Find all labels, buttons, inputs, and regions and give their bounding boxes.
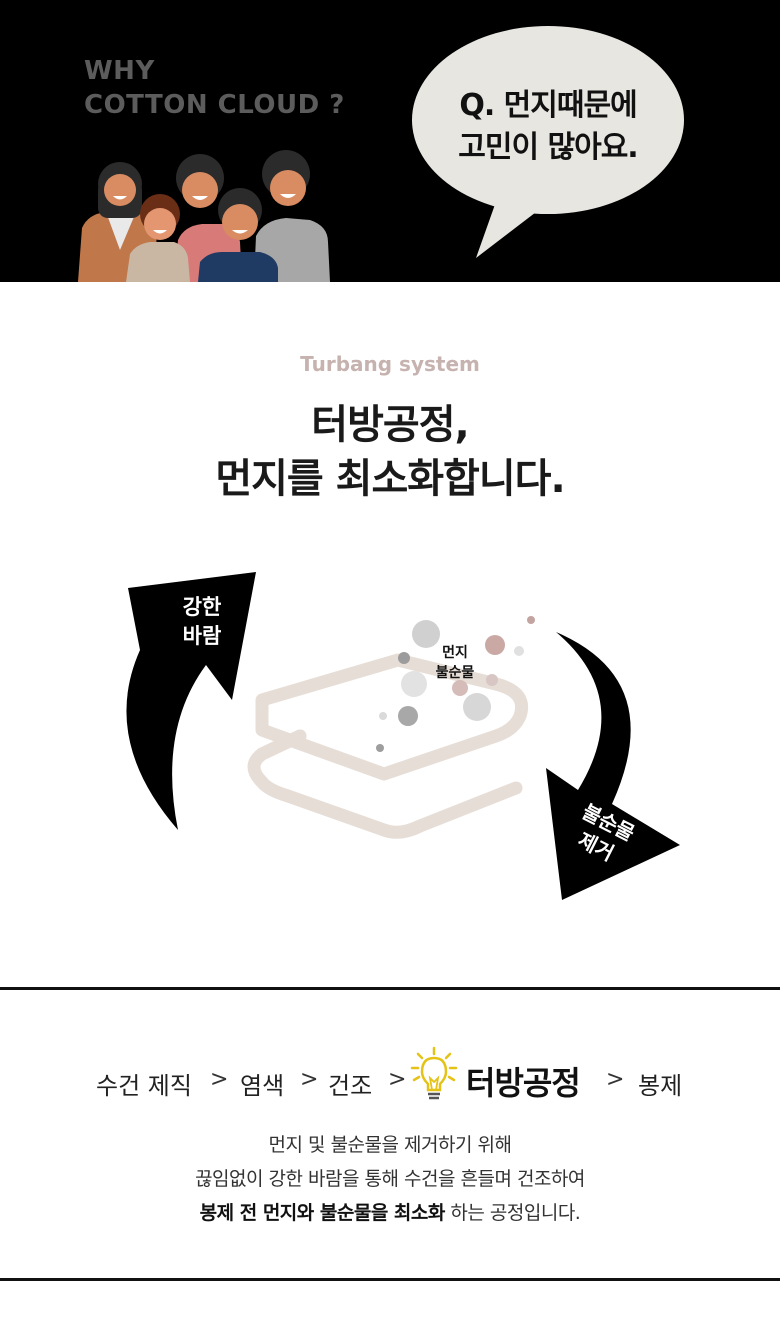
- bubble-line-1: Q. 먼지때문에: [459, 88, 637, 123]
- divider-bottom: [0, 1278, 780, 1281]
- step-turbang: 터방공정: [466, 1064, 581, 1102]
- separator-4: >: [606, 1067, 625, 1092]
- why-line-2: COTTON CLOUD ?: [84, 90, 345, 120]
- process-flow: 수건 제직 > 염색 > 건조 > 터방공정 > 봉제: [0, 1046, 780, 1116]
- speech-bubble: [412, 26, 684, 258]
- strong-wind-arrow: [126, 572, 256, 830]
- section-title: 터방공정, 먼지를 최소화합니다.: [0, 398, 780, 506]
- process-description: 먼지 및 불순물을 제거하기 위해 끊임없이 강한 바람을 통해 수건을 흔들며…: [0, 1128, 780, 1230]
- bubble-line-2: 고민이 많아요.: [458, 130, 638, 165]
- why-line-1: WHY: [84, 56, 155, 86]
- separator-3: >: [388, 1067, 407, 1092]
- step-drying: 건조: [328, 1072, 373, 1100]
- dust-particles: [376, 616, 535, 752]
- title-line-2: 먼지를 최소화합니다.: [215, 456, 565, 502]
- divider-top: [0, 987, 780, 990]
- step-sewing: 봉제: [638, 1072, 683, 1100]
- dust-line-1: 먼지: [442, 645, 468, 661]
- separator-1: >: [210, 1067, 229, 1092]
- strong-wind-line-1: 강한: [182, 595, 222, 619]
- title-line-1: 터방공정,: [311, 402, 469, 448]
- hero-banner: WHY COTTON CLOUD ? Q. 먼지때문에: [0, 0, 780, 282]
- remove-arrow: [546, 632, 680, 900]
- strong-wind-label: 강한 바람: [170, 593, 234, 651]
- dust-line-2: 불순물: [435, 665, 475, 681]
- dust-label: 먼지 불순물: [425, 643, 485, 683]
- section-subtitle: Turbang system: [300, 352, 480, 376]
- description-line-3: 봉제 전 먼지와 불순물을 최소화 하는 공정입니다.: [0, 1196, 780, 1230]
- turbang-diagram: [126, 572, 680, 900]
- speech-bubble-text: Q. 먼지때문에 고민이 많아요.: [415, 85, 681, 169]
- description-line-3-rest: 하는 공정입니다.: [444, 1202, 581, 1224]
- step-dyeing: 염색: [240, 1072, 285, 1100]
- towel-icon: [247, 653, 528, 839]
- family-illustration: [78, 150, 330, 282]
- separator-2: >: [300, 1067, 319, 1092]
- description-emphasis: 봉제 전 먼지와 불순물을 최소화: [199, 1202, 446, 1224]
- description-line-2: 끊임없이 강한 바람을 통해 수건을 흔들며 건조하여: [195, 1168, 585, 1190]
- description-line-1: 먼지 및 불순물을 제거하기 위해: [268, 1134, 512, 1156]
- why-heading: WHY COTTON CLOUD ?: [84, 54, 345, 122]
- step-weaving: 수건 제직: [96, 1072, 192, 1100]
- lightbulb-icon: [410, 1046, 458, 1100]
- strong-wind-line-2: 바람: [182, 624, 222, 648]
